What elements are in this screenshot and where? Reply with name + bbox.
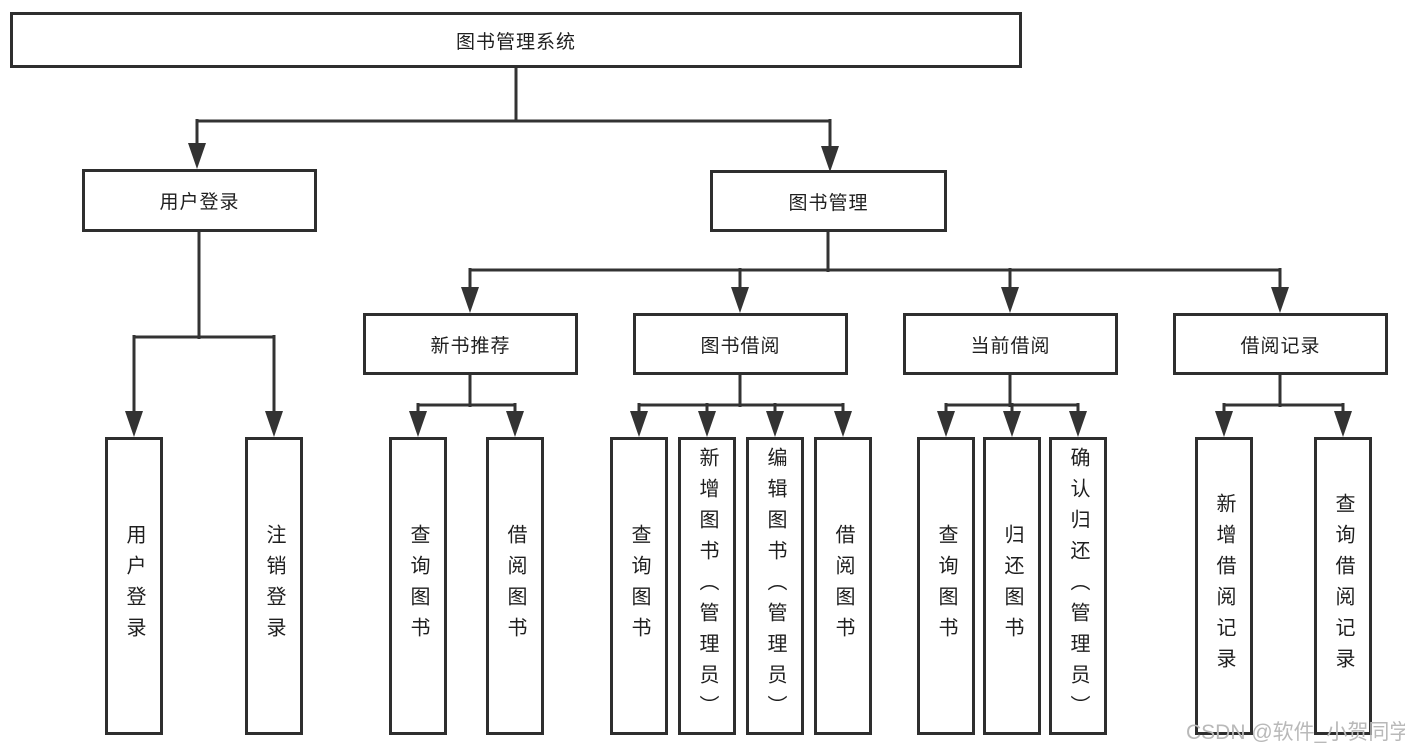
leaf-label: 新增图书（管理员）: [696, 446, 718, 726]
node-book-borrow: 图书借阅: [633, 313, 848, 375]
node-label: 图书借阅: [700, 335, 781, 357]
leaf-label: 借阅图书: [832, 524, 854, 648]
leaf-logout: 注销登录: [245, 437, 303, 735]
leaf-query-borrow-record: 查询借阅记录: [1314, 437, 1372, 735]
node-current-borrow: 当前借阅: [903, 313, 1118, 375]
node-new-book-recommend: 新书推荐: [363, 313, 578, 375]
node-label: 用户登录: [159, 192, 240, 213]
leaf-add-borrow-record: 新增借阅记录: [1195, 437, 1253, 735]
node-library-management-system: 图书管理系统: [10, 12, 1022, 68]
leaf-add-books-admin: 新增图书（管理员）: [678, 437, 736, 735]
leaf-label: 查询图书: [628, 524, 650, 648]
leaf-edit-books-admin: 编辑图书（管理员）: [746, 437, 804, 735]
leaf-return-books: 归还图书: [983, 437, 1041, 735]
leaf-query-books: 查询图书: [917, 437, 975, 735]
node-borrow-records: 借阅记录: [1173, 313, 1388, 375]
leaf-borrow-books: 借阅图书: [814, 437, 872, 735]
node-label: 新书推荐: [430, 335, 511, 357]
node-book-management: 图书管理: [710, 170, 947, 232]
node-label: 当前借阅: [970, 335, 1051, 357]
leaf-label: 新增借阅记录: [1213, 493, 1235, 679]
node-label: 图书管理: [788, 192, 869, 214]
leaf-borrow-books: 借阅图书: [486, 437, 544, 735]
leaf-confirm-return-admin: 确认归还（管理员）: [1049, 437, 1107, 735]
leaf-label: 确认归还（管理员）: [1067, 446, 1089, 726]
node-user-login: 用户登录: [82, 169, 317, 232]
leaf-label: 查询借阅记录: [1332, 493, 1354, 679]
leaf-query-books: 查询图书: [389, 437, 447, 735]
leaf-user-login: 用户登录: [105, 437, 163, 735]
leaf-label: 查询图书: [935, 524, 957, 648]
leaf-label: 用户登录: [123, 524, 145, 648]
node-label: 借阅记录: [1240, 335, 1321, 357]
leaf-label: 注销登录: [263, 524, 285, 648]
csdn-watermark: CSDN @软件_小贺同学: [1186, 721, 1405, 744]
leaf-label: 查询图书: [407, 524, 429, 648]
leaf-label: 借阅图书: [504, 524, 526, 648]
leaf-label: 归还图书: [1001, 524, 1023, 648]
node-label: 图书管理系统: [455, 31, 576, 53]
leaf-label: 编辑图书（管理员）: [764, 446, 786, 726]
leaf-query-books: 查询图书: [610, 437, 668, 735]
arrowheads: [125, 143, 1352, 437]
